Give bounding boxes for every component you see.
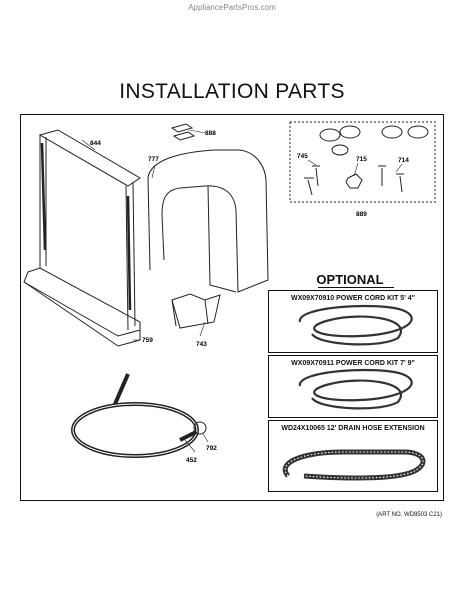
hole-plug-part: [319, 125, 429, 156]
part-label-745: 745: [297, 153, 308, 160]
shroud-part: [147, 149, 269, 293]
optional-title: OPTIONAL: [316, 272, 384, 287]
nut-part: [345, 173, 363, 189]
part-label-714: 714: [398, 157, 409, 164]
part-label-888: 888: [205, 130, 216, 137]
optional-underline: [318, 287, 394, 288]
part-label-844: 844: [90, 140, 101, 147]
drain-hose-part: [71, 373, 199, 458]
part-label-759: 759: [142, 337, 153, 344]
hose-clamp-part: [193, 421, 207, 435]
kit-label: WD24X10065 12' DRAIN HOSE EXTENSION: [281, 425, 425, 432]
page-title: INSTALLATION PARTS: [119, 80, 345, 103]
screw-part: [304, 165, 404, 196]
part-label-452: 452: [186, 457, 197, 464]
part-label-743: 743: [196, 341, 207, 348]
watermark: AppliancePartsPros.com: [188, 3, 276, 12]
part-label-715: 715: [356, 156, 367, 163]
kit-label: WX09X70910 POWER CORD KIT 5' 4": [290, 295, 416, 302]
part-label-777: 777: [148, 156, 159, 163]
hardware-box: [289, 121, 436, 203]
diagram-frame: [20, 114, 444, 501]
part-label-792: 792: [206, 445, 217, 452]
window-frame-part: [38, 129, 141, 331]
bracket-part: [171, 293, 221, 329]
kit-label: WX09X70911 POWER CORD KIT 7' 9": [291, 360, 415, 367]
part-label-889: 889: [356, 211, 367, 218]
art-number: (ART NO. WD8503 C21): [376, 512, 442, 518]
clip-part: [170, 123, 196, 141]
